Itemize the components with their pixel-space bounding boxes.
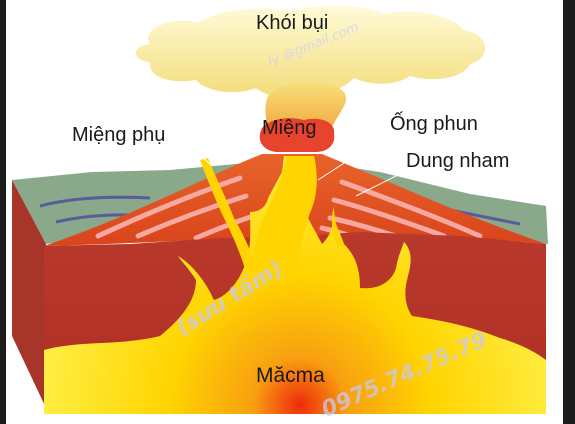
leader-line-conduit-tick (317, 135, 387, 181)
main-vent-label: Miệng (262, 117, 317, 139)
smoke-cloud (135, 5, 486, 152)
side-vent-conduit (200, 158, 256, 272)
main-conduit (252, 156, 317, 274)
lava-label: Dung nham (406, 150, 510, 172)
side-vent-label: Miệng phụ (72, 124, 166, 146)
left-border (0, 0, 6, 424)
right-border (563, 0, 575, 424)
magma-label: Măcma (256, 364, 325, 387)
block-side-face (12, 180, 46, 408)
conduit-label: Ống phun (390, 113, 478, 135)
leader-line-side-vent-tick (191, 146, 213, 167)
leader-line-lava-tick (355, 171, 405, 197)
magma-chamber (44, 156, 546, 414)
side-conduit-right (331, 206, 344, 248)
smoke-label: Khói bụi (256, 12, 329, 34)
ground-surface-left (12, 162, 258, 244)
